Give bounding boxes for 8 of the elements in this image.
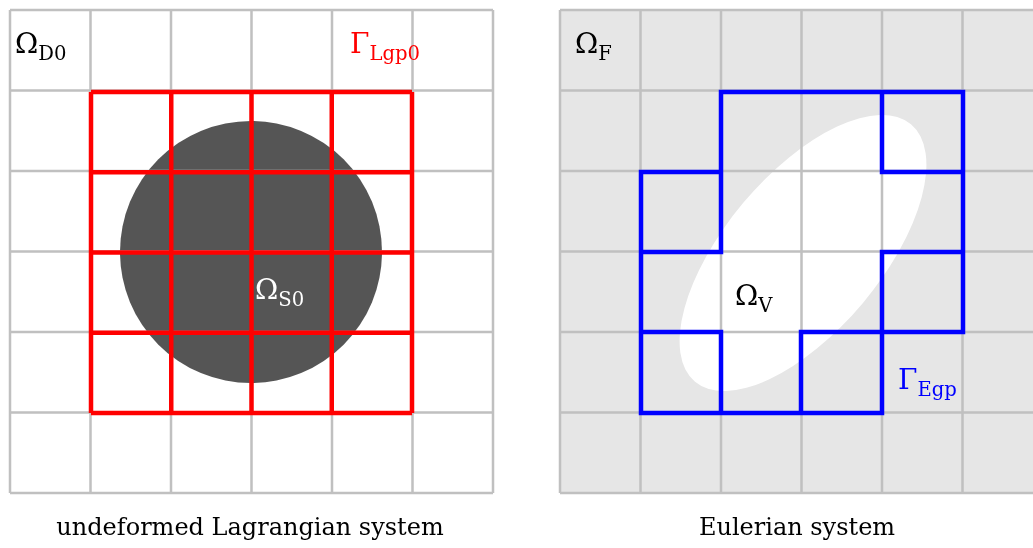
domain-label: Ω$_{D0}$: [15, 30, 67, 64]
domain-label: Ω$_{V}$: [735, 282, 773, 316]
boundary-label: Γ$_{Lgp0}$: [350, 30, 420, 64]
boundary-label: Γ$_{Egp}$: [898, 366, 957, 400]
caption: undeformed Lagrangian system: [56, 515, 444, 539]
caption: Eulerian system: [698, 515, 896, 539]
domain-label: Ω$_{F}$: [575, 30, 612, 64]
domain-label: Ω$_{S0}$: [255, 276, 305, 310]
